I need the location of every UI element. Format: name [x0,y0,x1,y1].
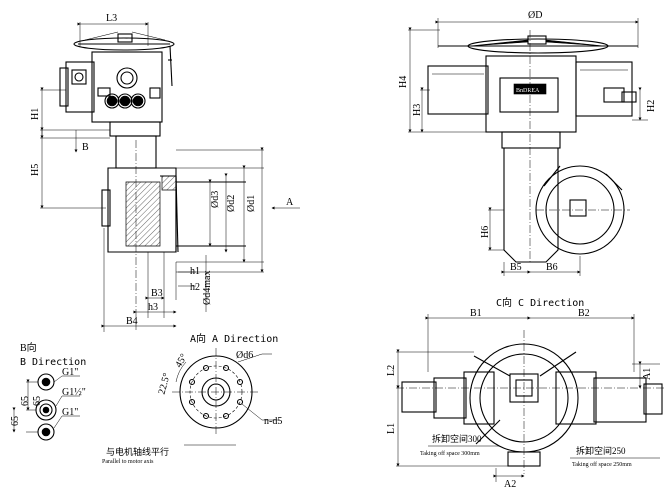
brand-plate: BnDREA [516,88,540,94]
dim-65-c: 65 [10,416,21,426]
label-H6: H6 [480,226,491,238]
note-parallel-en: Parallel to motor axis [102,459,154,465]
dim-65-a: 65 [20,396,31,406]
note-parallel-cn: 与电机轴线平行 [106,446,169,457]
label-d1: Ød1 [246,195,257,212]
label-B: B [82,142,89,153]
b-direction-title-cn: B向 [20,341,37,354]
c-direction-title: C向 C Direction [496,296,584,309]
label-H2: H2 [646,100,657,112]
top-right-view: ØD BnDREA H4 H3 H2 [398,10,657,276]
label-H5: H5 [30,164,41,176]
c-direction-view: C向 C Direction B1 B2 L2 L1 A1 [386,296,664,490]
port-3-label: G1" [62,407,78,418]
a-direction-title: A向 A Direction [190,332,278,345]
label-n-d5: n-d5 [264,416,282,427]
label-L2: L2 [386,365,397,376]
label-d2: Ød2 [226,195,237,212]
label-d3: Ød3 [210,191,221,208]
label-B4: B4 [126,316,138,327]
label-h3: h3 [148,302,158,313]
port-1-label: G1" [62,367,78,378]
label-A: A [286,197,294,208]
label-h2: h2 [190,282,200,293]
label-B5: B5 [510,262,522,273]
angle-45: 45° [173,352,190,370]
label-A2: A2 [504,479,516,490]
bolt-holes [188,364,244,420]
angle-22-5: 22.5° [157,372,173,396]
top-left-view: L3 H1 B [30,13,300,332]
label-B1: B1 [470,308,482,319]
b-direction-title-en: B Direction [20,357,86,368]
label-H3: H3 [412,104,423,116]
label-D: ØD [528,10,542,21]
port-2-label: G1½" [62,387,86,398]
label-d4max: Ød4max [202,271,213,305]
label-L3: L3 [106,13,117,24]
label-H4: H4 [398,76,409,88]
takeoff-left-cn: 拆卸空间300 [432,433,482,444]
label-A1: A1 [642,368,653,380]
label-B3: B3 [151,288,163,299]
a-direction-view: A向 A Direction Ød6 45° 22.5° n-d5 与电机轴线平… [102,332,282,465]
dim-65-b: 65 [32,396,43,406]
label-B6: B6 [546,262,558,273]
label-B2: B2 [578,308,590,319]
takeoff-left-en: Taking off space 300mm [420,450,480,457]
takeoff-right-en: Taking off space 250mm [572,461,632,468]
b-direction-view: B向 B Direction G1" G1½" G1" 65 65 65 [10,341,86,441]
label-H1: H1 [30,108,41,120]
takeoff-right-cn: 拆卸空间250 [576,445,626,456]
label-L1: L1 [386,423,397,434]
label-d6: Ød6 [236,350,253,361]
label-h1: h1 [190,266,200,277]
